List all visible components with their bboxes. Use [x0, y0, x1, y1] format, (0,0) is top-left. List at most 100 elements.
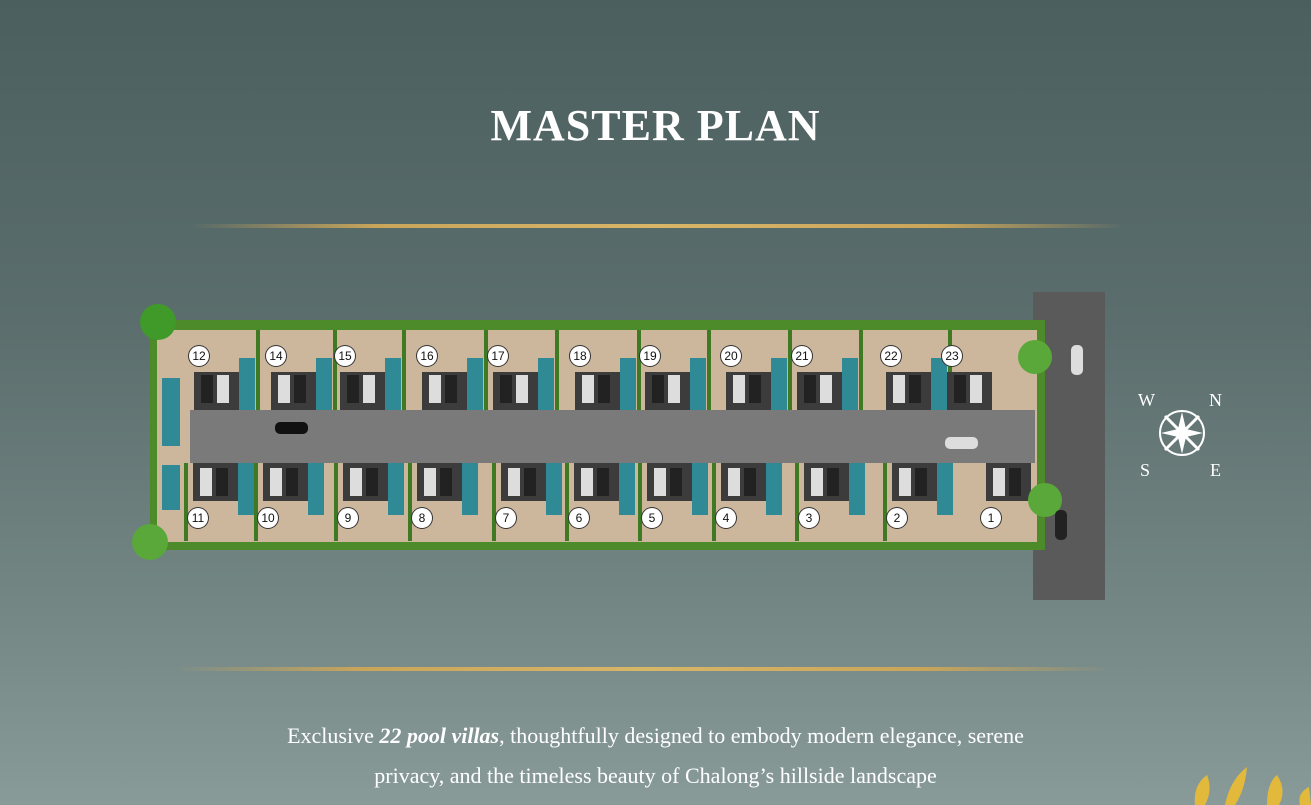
car [440, 468, 452, 496]
car [347, 375, 359, 403]
villa-number-2[interactable]: 2 [887, 508, 907, 528]
pool [766, 463, 782, 515]
car [366, 468, 378, 496]
hedge-divider [795, 463, 799, 541]
car [728, 468, 740, 496]
car [270, 468, 282, 496]
villa-number-7[interactable]: 7 [496, 508, 516, 528]
car [524, 468, 536, 496]
villa-number-10[interactable]: 10 [258, 508, 278, 528]
villa-number-15[interactable]: 15 [335, 346, 355, 366]
villa-number-11[interactable]: 11 [188, 508, 208, 528]
car [733, 375, 745, 403]
car [350, 468, 362, 496]
hedge-divider [948, 330, 952, 410]
hedge-divider [707, 330, 711, 410]
pool [538, 358, 554, 410]
parking [343, 463, 388, 501]
palm-tree [140, 304, 176, 340]
villa-number-19[interactable]: 19 [640, 346, 660, 366]
car [654, 468, 666, 496]
caption-text: Exclusive [287, 723, 380, 748]
villa-number-1[interactable]: 1 [981, 508, 1001, 528]
parking [886, 372, 931, 410]
villa-number-6[interactable]: 6 [569, 508, 589, 528]
pool [842, 358, 858, 410]
pool [692, 463, 708, 515]
car [1055, 510, 1067, 540]
villa-number-22[interactable]: 22 [881, 346, 901, 366]
villa-number-9[interactable]: 9 [338, 508, 358, 528]
villa-number-18[interactable]: 18 [570, 346, 590, 366]
car [216, 468, 228, 496]
description: Exclusive 22 pool villas, thoughtfully d… [0, 716, 1311, 796]
car [582, 375, 594, 403]
car [820, 375, 832, 403]
parking [647, 463, 692, 501]
palm-tree [132, 524, 168, 560]
pool [316, 358, 332, 410]
car [749, 375, 761, 403]
parking [575, 372, 620, 410]
caption-highlight: 22 pool villas [379, 723, 500, 748]
hedge-divider [254, 463, 258, 541]
pool [771, 358, 787, 410]
car [363, 375, 375, 403]
car [670, 468, 682, 496]
parking [721, 463, 766, 501]
villa-number-17[interactable]: 17 [488, 346, 508, 366]
parking [645, 372, 690, 410]
parking [947, 372, 992, 410]
villa-number-16[interactable]: 16 [417, 346, 437, 366]
car [970, 375, 982, 403]
pool [937, 463, 953, 515]
villa-number-20[interactable]: 20 [721, 346, 741, 366]
pool [239, 358, 255, 410]
parking [797, 372, 842, 410]
villa-number-8[interactable]: 8 [412, 508, 432, 528]
car [909, 375, 921, 403]
car [508, 468, 520, 496]
internal-road [190, 410, 1035, 463]
car [744, 468, 756, 496]
car [993, 468, 1005, 496]
palm-tree [1028, 483, 1062, 517]
parking [493, 372, 538, 410]
pool [462, 463, 478, 515]
parking [986, 463, 1031, 501]
hedge-divider [184, 463, 188, 541]
hedge-divider [859, 330, 863, 410]
car [945, 437, 978, 449]
parking [422, 372, 467, 410]
villa-number-12[interactable]: 12 [189, 346, 209, 366]
compass: W N S E [1135, 390, 1230, 485]
car [954, 375, 966, 403]
car [581, 468, 593, 496]
page-title: MASTER PLAN [490, 101, 821, 150]
car [598, 375, 610, 403]
hedge-divider [788, 330, 792, 410]
pool [931, 358, 947, 410]
car [1071, 345, 1083, 375]
car [811, 468, 823, 496]
villa-number-23[interactable]: 23 [942, 346, 962, 366]
hedge-divider [638, 463, 642, 541]
pool [385, 358, 401, 410]
parking [340, 372, 385, 410]
compass-east: E [1210, 460, 1221, 480]
pool [849, 463, 865, 515]
pool [162, 378, 180, 446]
villa-number-3[interactable]: 3 [799, 508, 819, 528]
parking [417, 463, 462, 501]
gold-leaf-ornament [1194, 767, 1311, 805]
villa-number-14[interactable]: 14 [266, 346, 286, 366]
villa-number-5[interactable]: 5 [642, 508, 662, 528]
car [294, 375, 306, 403]
gold-divider-bottom [175, 667, 1110, 671]
car [827, 468, 839, 496]
villa-number-21[interactable]: 21 [792, 346, 812, 366]
car [217, 375, 229, 403]
villa-number-4[interactable]: 4 [716, 508, 736, 528]
